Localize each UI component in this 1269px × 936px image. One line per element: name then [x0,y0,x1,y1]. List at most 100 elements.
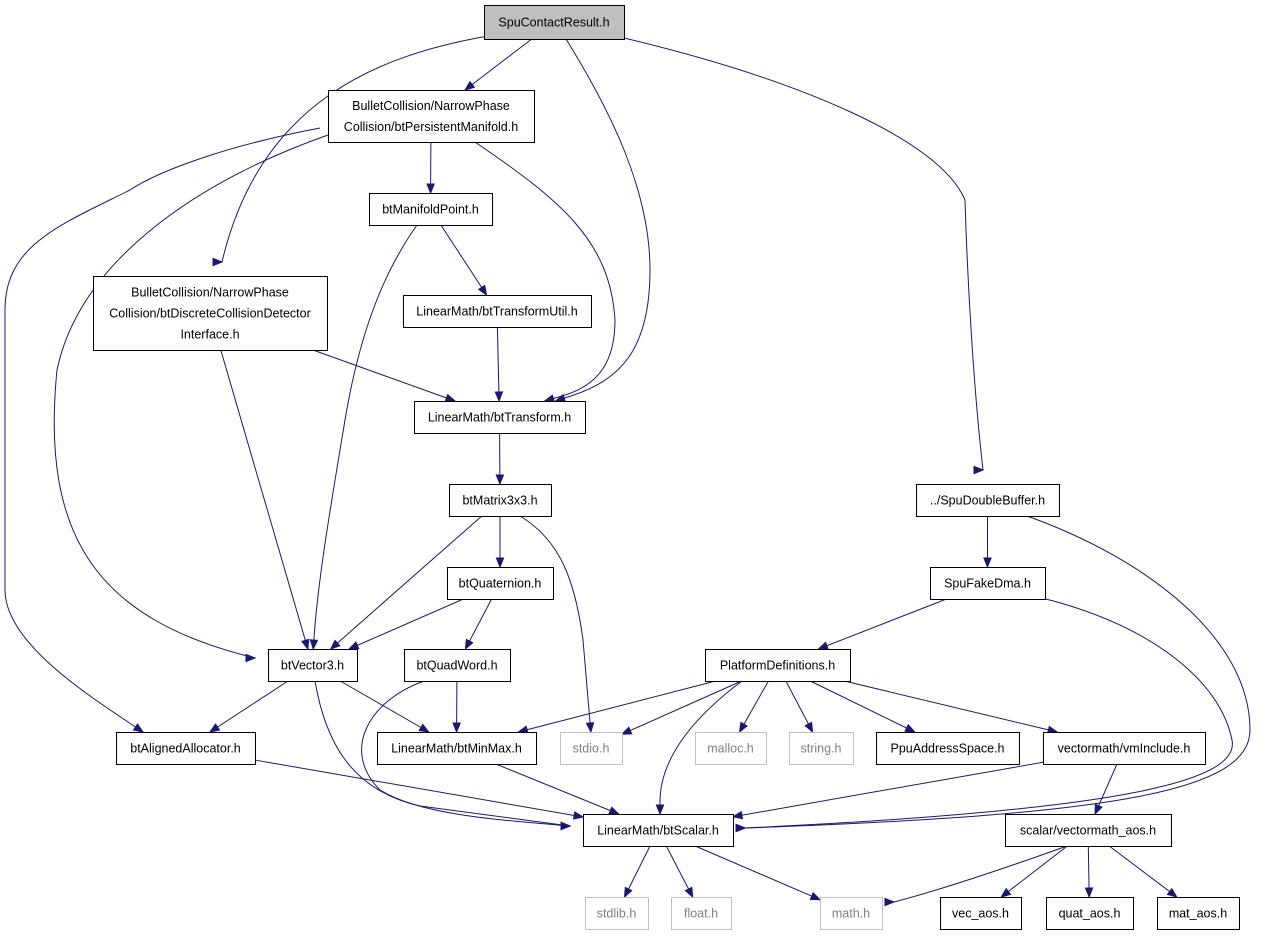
node-box [449,484,552,517]
node-label: btManifoldPoint.h [382,203,479,217]
edge-line [440,224,487,296]
node-box [820,897,883,930]
node-box [705,649,851,682]
edge-line [4,127,321,733]
node-label: btMatrix3x3.h [462,494,537,508]
edge-discrete-to-transform [312,349,457,402]
edge-persistent-to-aligned [4,127,321,733]
node-discrete[interactable]: BulletCollision/NarrowPhaseCollision/btD… [93,276,328,351]
node-aligned[interactable]: btAlignedAllocator.h [116,732,256,765]
edge-fakedma-to-scalar [735,597,1233,833]
edge-arrowhead [1094,803,1103,816]
node-scalar[interactable]: LinearMath/btScalar.h [583,814,734,847]
edge-arrowhead [452,722,461,734]
node-fakedma[interactable]: SpuFakeDma.h [930,567,1046,600]
edge-vminclude-to-scalar [731,761,1044,820]
node-box [1043,732,1206,765]
edge-line [220,349,309,650]
edge-platform-to-ppu [810,680,916,733]
node-quataos[interactable]: quat_aos.h [1046,897,1134,930]
node-box [671,897,732,930]
node-vecaos[interactable]: vec_aos.h [940,897,1022,930]
edge-vectormathaos-to-quataos [1084,845,1094,899]
node-label: Collision/btPersistentManifold.h [344,120,518,134]
node-matrix[interactable]: btMatrix3x3.h [449,484,552,517]
node-vectormathaos[interactable]: scalar/vectormath_aos.h [1005,814,1172,847]
edge-line [818,598,947,650]
node-box [695,732,767,765]
edge-line [340,680,429,733]
edge-arrowhead [572,811,585,820]
edge-arrowhead [973,465,985,475]
edge-line [659,680,743,814]
edge-platform-to-string [785,680,814,734]
node-box [377,732,537,765]
edge-quaternion-to-quadword [464,598,493,651]
edge-arrowhead [495,474,505,486]
node-stdlib: stdlib.h [585,897,649,930]
edge-doublebuffer-to-fakedma [983,516,992,569]
edge-arrowhead [731,810,744,820]
edge-line [53,134,329,659]
edge-line [623,37,984,471]
edge-line [665,845,694,898]
edge-arrowhead [212,257,224,267]
edge-line [844,680,1058,733]
node-label: BulletCollision/NarrowPhase [131,286,289,300]
node-math: math.h [820,897,883,930]
node-string: string.h [789,732,854,765]
node-label: vec_aos.h [952,907,1009,921]
node-persistent[interactable]: BulletCollision/NarrowPhaseCollision/btP… [328,90,535,143]
edge-arrowhead [347,641,360,650]
node-mataos[interactable]: mat_aos.h [1157,897,1240,930]
edge-line [464,38,533,91]
node-doublebuffer[interactable]: ../SpuDoubleBuffer.h [916,484,1060,517]
edge-line [785,680,814,733]
edge-manifoldpoint-to-vector3 [309,224,418,651]
node-box [1046,897,1134,930]
edge-transform-to-matrix [495,432,505,486]
node-box [268,649,358,682]
edge-scalar-to-float [665,845,694,899]
edge-arrowhead [245,653,257,663]
node-vector3[interactable]: btVector3.h [268,649,358,682]
node-float: float.h [671,897,732,930]
node-quaternion[interactable]: btQuaternion.h [447,567,554,600]
node-quadword[interactable]: btQuadWord.h [404,649,511,682]
node-transform[interactable]: LinearMath/btTransform.h [414,401,586,434]
node-platform[interactable]: PlatformDefinitions.h [705,649,851,682]
node-manifoldpoint[interactable]: btManifoldPoint.h [369,193,493,226]
node-box [93,276,328,351]
edge-line [518,680,716,733]
edge-root-to-persistent [463,38,533,91]
node-label: btAlignedAllocator.h [130,742,241,756]
node-transformutil[interactable]: LinearMath/btTransformUtil.h [403,295,592,328]
node-minmax[interactable]: LinearMath/btMinMax.h [377,732,537,765]
edge-fakedma-to-platform [817,598,947,650]
edge-arrowhead [301,638,310,651]
edge-quadword-to-minmax [452,680,461,734]
node-label: math.h [832,907,870,921]
node-box [560,732,623,765]
edge-line [621,680,742,735]
edge-quadword-to-scalar [361,680,572,831]
node-label: vectormath/vmInclude.h [1058,742,1191,756]
node-root[interactable]: SpuContactResult.h [484,5,625,40]
edge-arrowhead [477,284,488,297]
edge-line [739,680,769,733]
edge-arrowhead [463,80,476,91]
edge-quaternion-to-vector3 [347,598,464,650]
node-ppu[interactable]: PpuAddressSpace.h [876,732,1020,765]
edge-line [361,680,571,827]
edge-platform-to-minmax [517,680,716,734]
node-vminclude[interactable]: vectormath/vmInclude.h [1043,732,1206,765]
node-label: malloc.h [707,742,754,756]
node-stdio: stdio.h [560,732,623,765]
node-box [484,5,625,40]
node-label: LinearMath/btMinMax.h [391,742,522,756]
edge-arrowhead [418,723,430,733]
edge-line [209,680,289,733]
edge-arrowhead [735,823,747,833]
edge-arrowhead [983,557,992,569]
edge-arrowhead [738,721,749,734]
